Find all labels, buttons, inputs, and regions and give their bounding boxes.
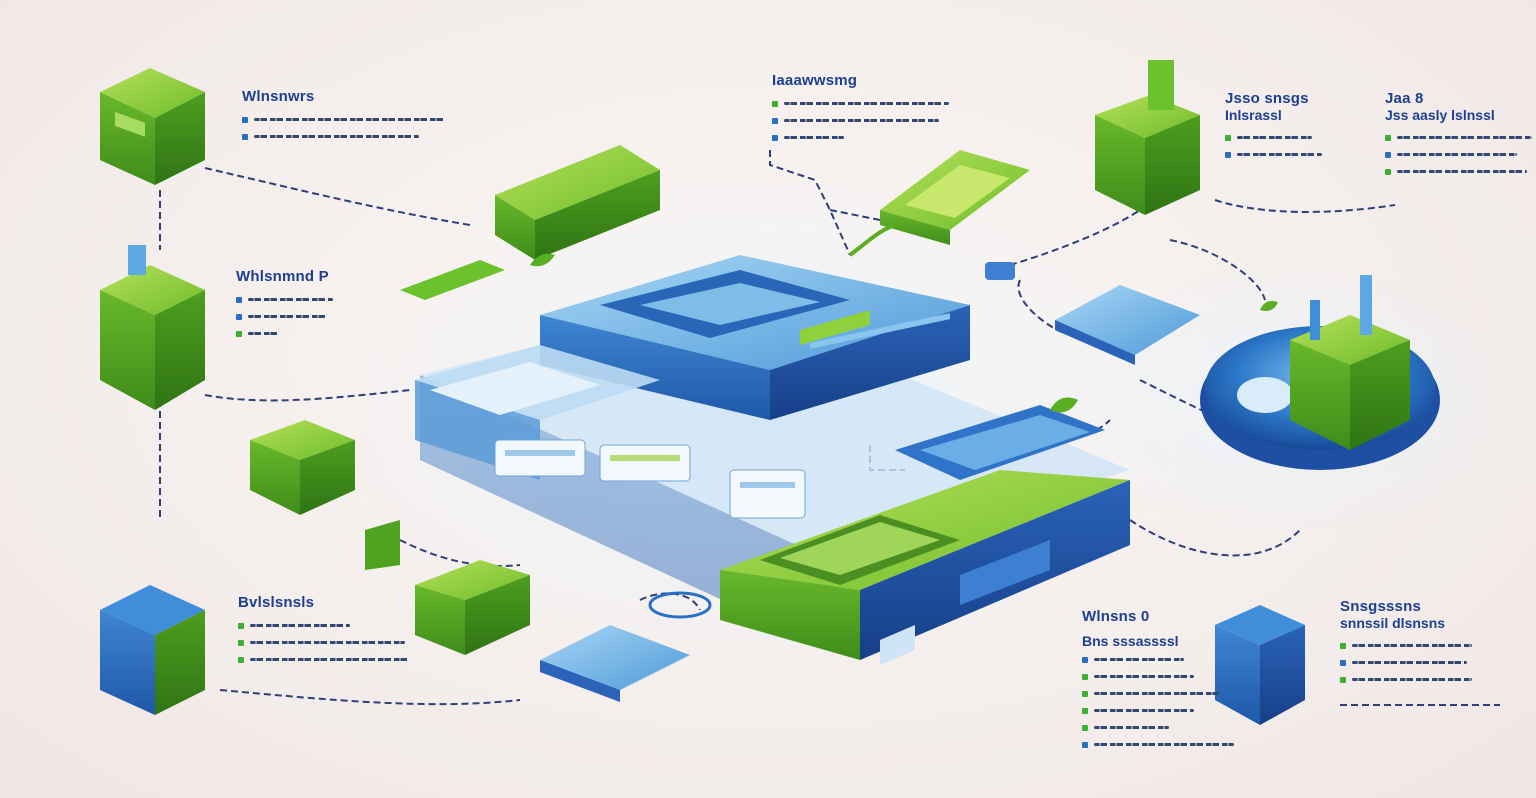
callout-subtitle: Inlsrassl: [1225, 107, 1282, 123]
bullet-item: [1385, 165, 1532, 178]
green-module: [250, 420, 355, 515]
callout-mid-left: Whlsnmnd P: [236, 268, 333, 344]
bullet-icon: [236, 313, 242, 320]
bullet-item: [1082, 653, 1234, 666]
bullet-icon: [1082, 707, 1088, 714]
database-cube-icon: [1215, 605, 1305, 725]
bullet-icon: [1385, 134, 1391, 141]
bullet-icon: [238, 656, 244, 663]
green-module: [415, 560, 530, 655]
bullet-item: [242, 130, 444, 143]
bullet-icon: [1385, 168, 1391, 175]
bullet-icon: [1385, 151, 1391, 158]
bullet-item: [236, 293, 333, 306]
bullet-item: [772, 97, 949, 110]
bullet-item: [772, 131, 949, 144]
bullet-item: [1082, 738, 1234, 751]
callout-top-right-b: Jaa 8 Jss aasly lslnssl: [1385, 90, 1532, 182]
bullet-icon: [236, 330, 242, 337]
bullet-icon: [772, 134, 778, 141]
bullet-icon: [238, 639, 244, 646]
callout-title: Wlnsnwrs: [242, 88, 315, 105]
callout-top-right-a: Jsso snsgs Inlsrassl: [1225, 90, 1322, 165]
bullet-icon: [242, 116, 248, 123]
bullet-icon: [238, 622, 244, 629]
bullet-icon: [1082, 673, 1088, 680]
bullet-icon: [242, 133, 248, 140]
bullet-item: [1385, 148, 1532, 161]
bullet-item: [1082, 721, 1234, 734]
callout-title: Snsgsssns: [1340, 598, 1422, 615]
callout-top-left: Wlnsnwrs: [242, 88, 444, 147]
bullet-icon: [1082, 741, 1088, 748]
bullet-item: [1385, 131, 1532, 144]
database-cube-icon: [100, 585, 205, 715]
bullet-icon: [772, 117, 778, 124]
bullet-item: [1225, 131, 1322, 144]
bullet-item: [242, 113, 444, 126]
bullet-item: [1340, 639, 1472, 652]
callout-title: Whlsnmnd P: [236, 268, 329, 285]
callout-title: Wlnsns 0: [1082, 608, 1150, 625]
rack-units: [494, 439, 806, 519]
callout-subtitle: Bns sssassssl: [1082, 633, 1179, 649]
green-device: [848, 150, 1030, 257]
green-module: [495, 145, 660, 260]
bullet-icon: [772, 100, 778, 107]
callout-subtitle: snnssil dlsnsns: [1340, 615, 1446, 631]
bullet-item: [236, 310, 333, 323]
server-cube-icon: [1095, 60, 1200, 215]
cloud-disc-icon: [1200, 275, 1440, 470]
callout-title: Jsso snsgs: [1225, 90, 1309, 107]
callout-title: Bvlslsnsls: [238, 594, 315, 611]
storage-block: [720, 405, 1130, 665]
bullet-item: [236, 327, 333, 340]
bullet-icon: [1340, 676, 1346, 683]
bullet-icon: [1340, 659, 1346, 666]
circuit-board-icon: [760, 515, 960, 585]
blue-tile: [540, 591, 712, 702]
bullet-icon: [1082, 724, 1088, 731]
green-module: [365, 260, 505, 570]
server-cube-icon: [540, 255, 970, 420]
bullet-icon: [1225, 134, 1231, 141]
bullet-item: [1340, 656, 1472, 669]
bullet-item: [238, 619, 410, 632]
bullet-item: [1082, 670, 1234, 683]
blue-tile: [985, 262, 1200, 365]
callout-top-center: Iaaawwsmg: [772, 72, 949, 148]
leaf-icon: [530, 253, 1278, 413]
callout-subtitle: Jss aasly lslnssl: [1385, 107, 1495, 123]
bullet-item: [1082, 687, 1234, 700]
bullet-item: [238, 653, 410, 666]
bullet-item: [1340, 673, 1472, 686]
bullet-item: [1082, 704, 1234, 717]
bullet-item: [238, 636, 410, 649]
bullet-icon: [1082, 656, 1088, 663]
database-cube-icon: [100, 68, 205, 185]
bullet-icon: [1225, 151, 1231, 158]
callout-bottom-right: Snsgsssns snnssil dlsnsns: [1340, 598, 1472, 690]
bullet-icon: [1340, 642, 1346, 649]
callout-title: Iaaawwsmg: [772, 72, 858, 89]
bullet-item: [772, 114, 949, 127]
callout-bottom-center-right: Wlnsns 0 Bns sssassssl: [1082, 608, 1234, 755]
database-cube-icon: [100, 245, 205, 410]
callout-title: Jaa 8: [1385, 90, 1424, 107]
bullet-icon: [1082, 690, 1088, 697]
bullet-icon: [236, 296, 242, 303]
bullet-item: [1225, 148, 1322, 161]
callout-bottom-left: Bvlslsnsls: [238, 594, 410, 670]
central-platform: [415, 255, 1130, 665]
